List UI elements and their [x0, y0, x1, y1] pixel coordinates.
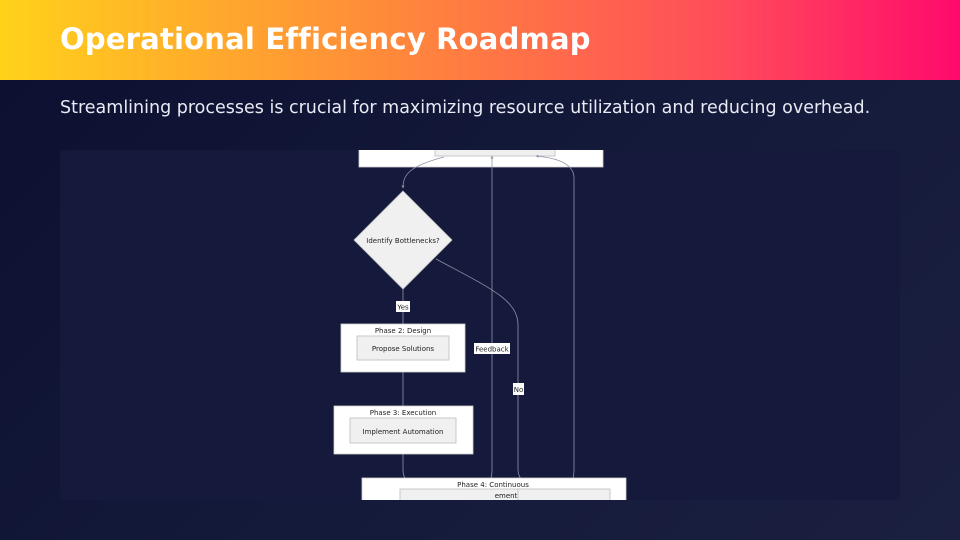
title-bar: Operational Efficiency Roadmap	[0, 0, 960, 80]
decision-node	[353, 190, 453, 290]
edge-no	[435, 258, 541, 491]
slide-title: Operational Efficiency Roadmap	[60, 22, 591, 56]
phase-3-title: Phase 3: Execution	[370, 409, 437, 417]
flowchart: Identify Bottlenecks? Phase 2: Design Pr…	[333, 150, 627, 500]
implement-automation-node	[349, 417, 457, 444]
edge-top-to-decision	[401, 156, 445, 189]
decision-label: Identify Bottlenecks?	[366, 237, 440, 245]
propose-solutions-node	[356, 335, 450, 361]
phase-4-step-node-b	[517, 488, 611, 500]
edge-label-feedback: Feedback	[475, 346, 509, 354]
no-label-bg	[513, 383, 524, 395]
top-step-node	[434, 150, 556, 157]
edge-feedback	[479, 155, 494, 491]
phase-4-step-label: ement	[495, 492, 518, 500]
edge-label-yes: Yes	[396, 304, 409, 312]
yes-label-bg	[396, 301, 410, 312]
edge-label-no: No	[514, 386, 524, 394]
edge-loop-back	[535, 154, 575, 491]
propose-solutions-label: Propose Solutions	[372, 345, 435, 353]
phase-2-title: Phase 2: Design	[375, 327, 431, 335]
feedback-label-bg	[474, 343, 510, 354]
phase-4-title: Phase 4: Continuous	[457, 481, 529, 489]
implement-automation-label: Implement Automation	[363, 428, 444, 436]
slide-subtitle: Streamlining processes is crucial for ma…	[60, 98, 871, 118]
diagram-panel: Identify Bottlenecks? Phase 2: Design Pr…	[60, 150, 900, 500]
